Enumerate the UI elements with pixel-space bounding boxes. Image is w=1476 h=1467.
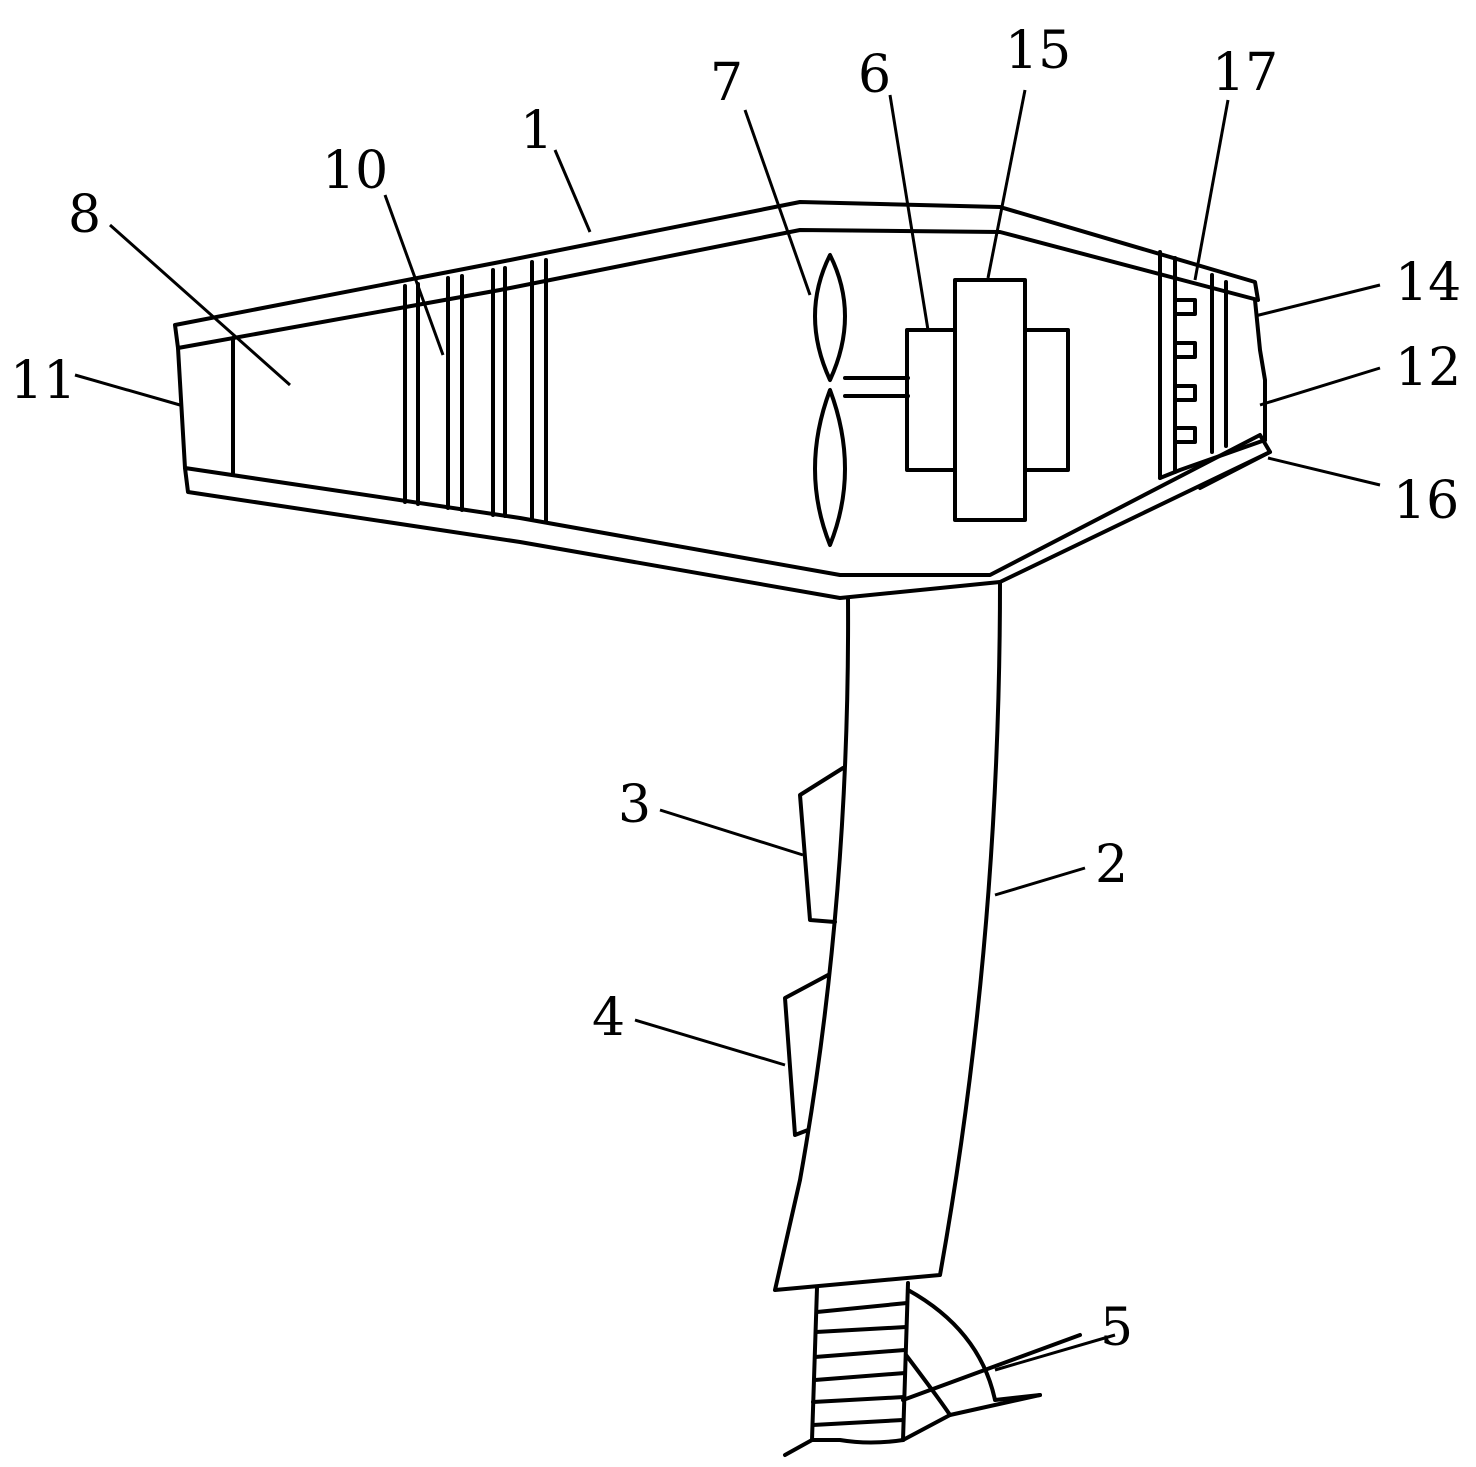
fan-blades [813, 253, 847, 547]
motor [905, 328, 957, 472]
rear-cover-wedge [1158, 438, 1272, 490]
heater-block [953, 278, 1027, 522]
label-10: 10 [322, 141, 388, 201]
handle [773, 580, 1002, 1292]
motor-rear-block [1023, 328, 1070, 472]
label-6: 6 [858, 45, 891, 105]
housing-bottom-wall [183, 433, 1272, 600]
nozzle-outlet [176, 346, 187, 470]
housing-top-wall [173, 200, 1260, 350]
label-4: 4 [592, 988, 625, 1048]
label-3: 3 [618, 775, 651, 835]
label-15: 15 [1005, 21, 1071, 81]
label-2: 2 [1095, 835, 1128, 895]
switch-4[interactable] [783, 973, 830, 1137]
label-14: 14 [1395, 253, 1461, 313]
label-1: 1 [520, 101, 553, 161]
label-16: 16 [1393, 471, 1459, 531]
rear-cover [1253, 298, 1267, 442]
label-5: 5 [1100, 1298, 1133, 1358]
label-7: 7 [710, 53, 743, 113]
switch-3[interactable] [798, 766, 845, 924]
power-cord [783, 1281, 1082, 1457]
motor-shaft [843, 376, 910, 398]
label-17: 17 [1212, 43, 1278, 103]
rear-filter [1158, 250, 1228, 480]
grille-plates [403, 258, 548, 524]
leader-lines [74, 89, 1381, 1372]
label-8: 8 [68, 185, 101, 245]
label-12: 12 [1395, 338, 1461, 398]
label-11: 11 [10, 351, 76, 411]
